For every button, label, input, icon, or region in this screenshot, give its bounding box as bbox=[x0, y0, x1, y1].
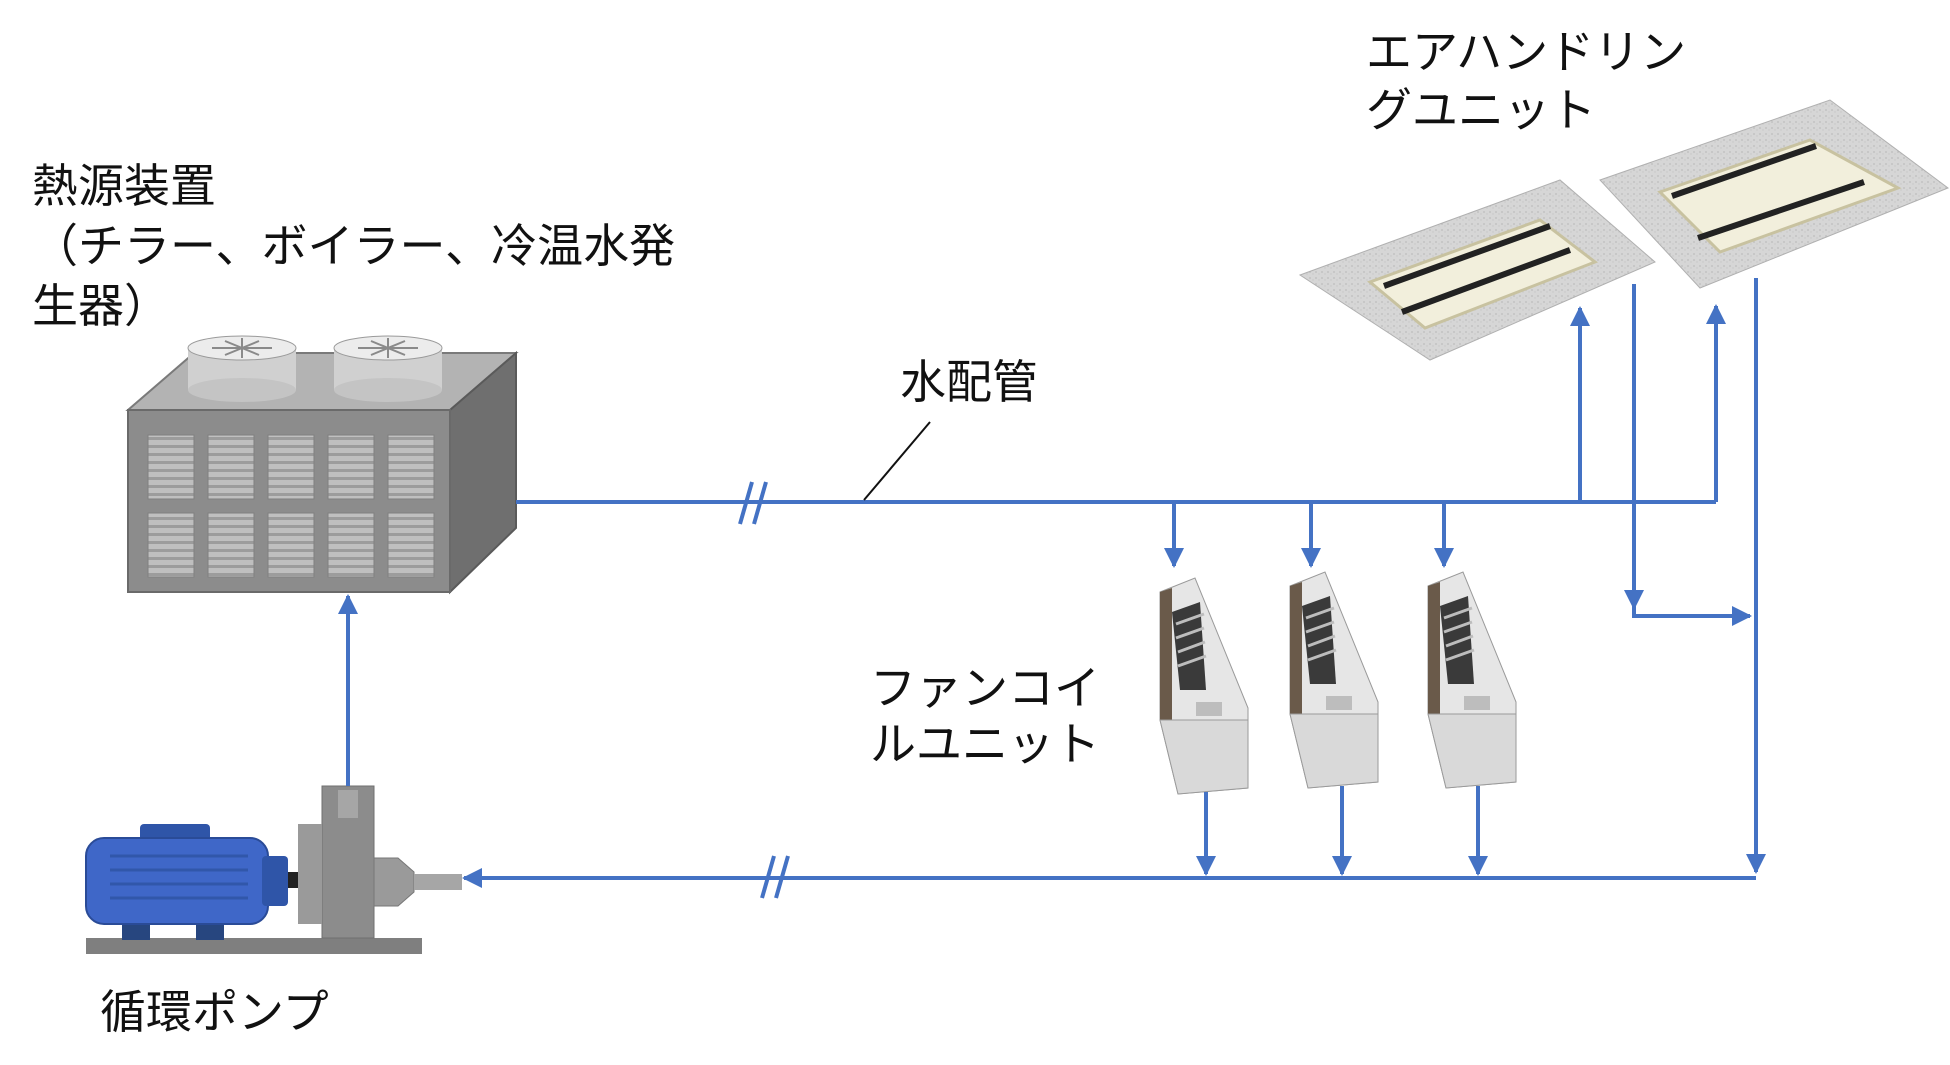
circulation-pump-icon bbox=[85, 785, 462, 954]
fcu-label-line1: ファンコイ bbox=[870, 661, 1100, 715]
fan-icon bbox=[333, 335, 443, 402]
pump-label: 循環ポンプ bbox=[100, 985, 329, 1039]
heat-source-label-line1: 熱源装置 bbox=[32, 159, 216, 213]
heat-source-label-line3: 生器） bbox=[32, 279, 170, 333]
pipe-label-leader bbox=[863, 421, 931, 501]
water-pipe-label: 水配管 bbox=[900, 355, 1038, 409]
pipe-break-mark bbox=[738, 481, 768, 525]
fan-coil-unit-icon bbox=[1427, 571, 1517, 789]
fan-coil-unit-icon bbox=[1159, 577, 1249, 795]
louver-grille bbox=[147, 434, 435, 578]
air-handling-diffuser-icon bbox=[1298, 179, 1656, 361]
fan-icon bbox=[187, 335, 297, 402]
pipe-break-mark bbox=[760, 855, 790, 899]
ahu-label-line2: グユニット bbox=[1366, 83, 1596, 137]
air-handling-diffuser-icon bbox=[1599, 99, 1950, 289]
chiller-unit-icon bbox=[125, 335, 519, 595]
fcu-label-line2: ルユニット bbox=[870, 717, 1100, 771]
fan-coil-unit-icon bbox=[1289, 571, 1379, 789]
water-piping bbox=[338, 278, 1766, 888]
ahu-label-line1: エアハンドリン bbox=[1366, 25, 1687, 79]
heat-source-label-line2: （チラー、ボイラー、冷温水発 bbox=[32, 219, 676, 273]
